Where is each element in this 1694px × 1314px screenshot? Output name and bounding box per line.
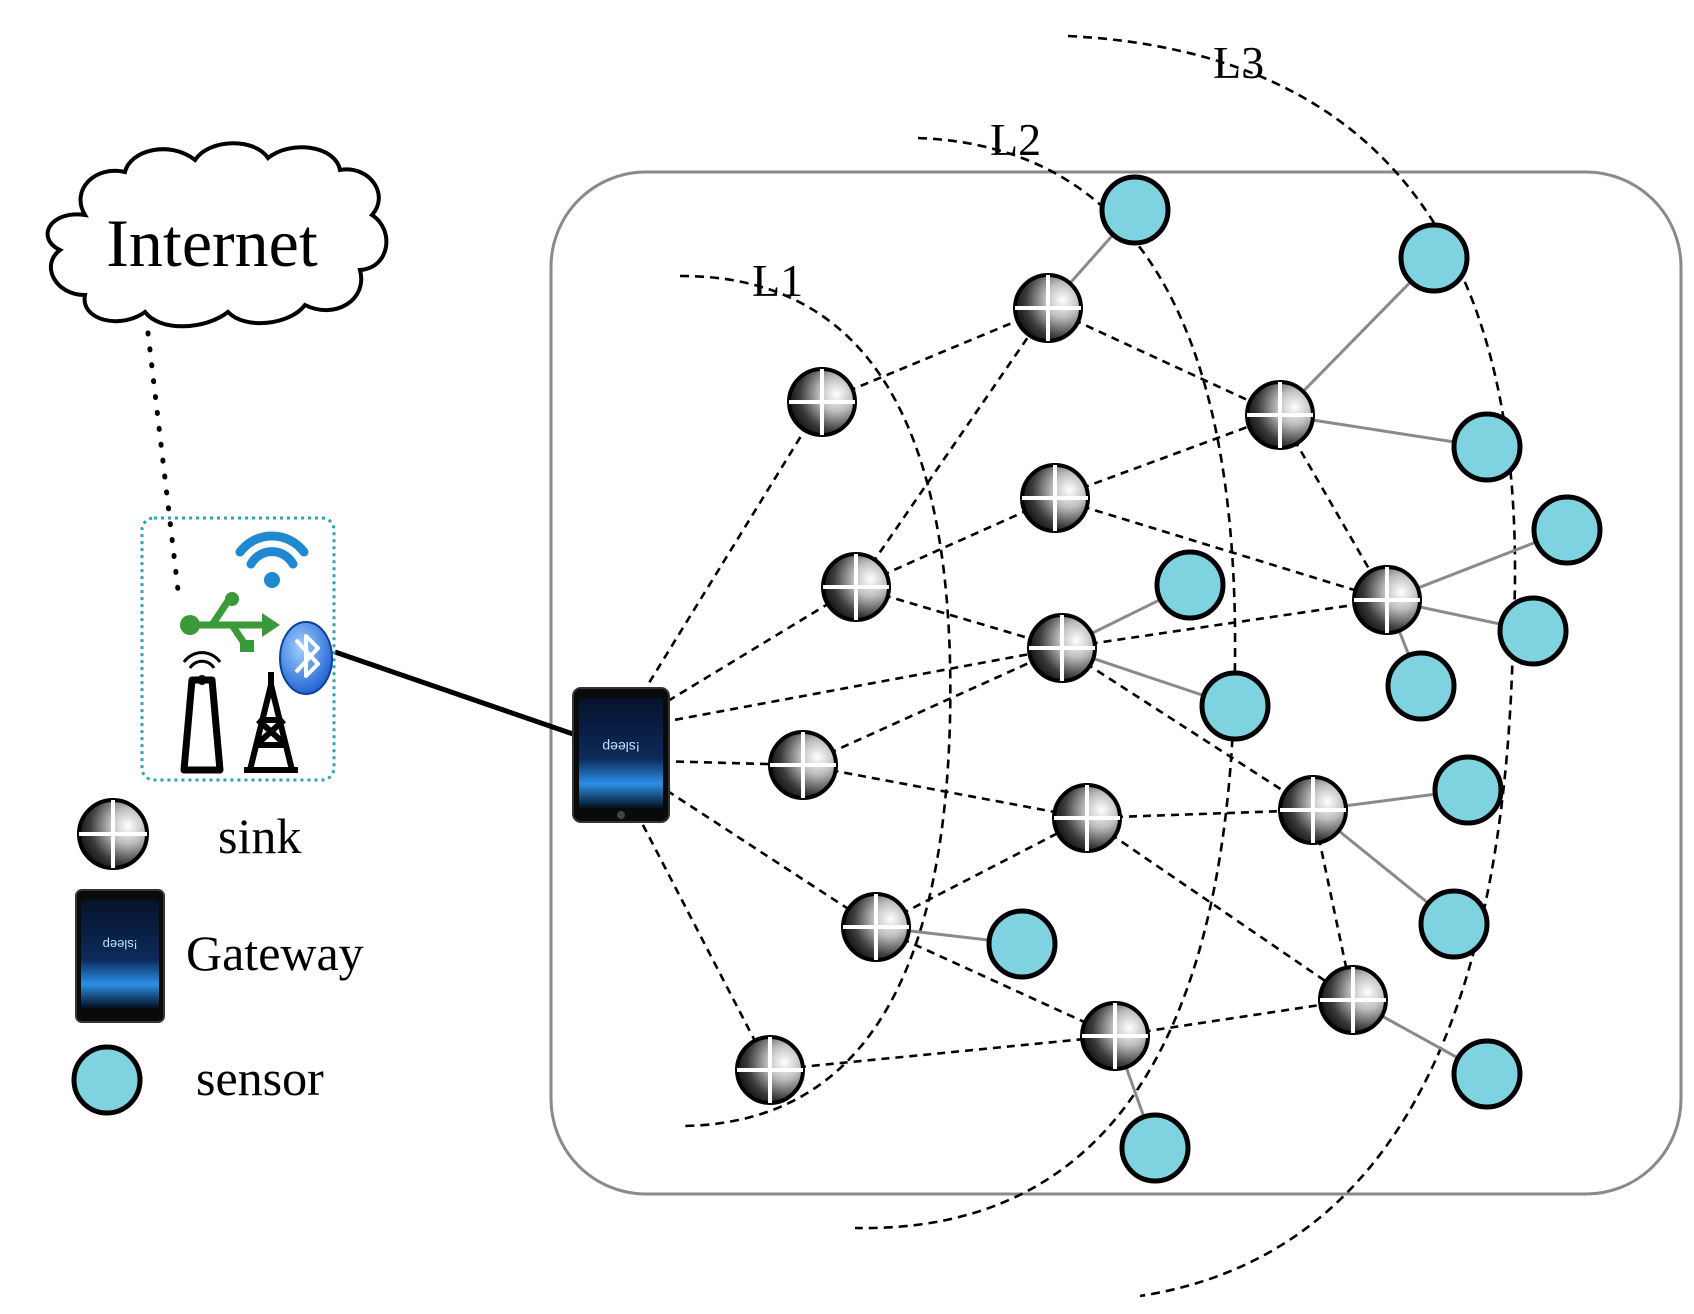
sink-node — [1318, 965, 1388, 1035]
sensor-node — [1531, 494, 1603, 566]
legend-sink-node — [77, 798, 149, 870]
internet-cloud: Internet — [45, 141, 389, 329]
sink-node — [1027, 613, 1097, 683]
sink-node — [1020, 463, 1090, 533]
sensor-node — [1432, 754, 1504, 826]
sensor-node — [1099, 174, 1171, 246]
sink-node — [841, 892, 911, 962]
layer-label-l1: L1 — [752, 255, 803, 306]
bluetooth-icon — [279, 621, 333, 695]
legend-gateway-screen-text: !sleep — [103, 937, 138, 952]
connectivity-box — [140, 516, 336, 782]
sink-node — [1080, 1001, 1150, 1071]
sink-node — [1052, 783, 1122, 853]
connectivity-box-border — [140, 516, 336, 782]
sink-node — [768, 730, 838, 800]
sensor-node — [1451, 411, 1523, 483]
legend-sensor-symbol — [71, 1044, 143, 1116]
legend: sink !sleep Gateway sensor — [71, 798, 364, 1116]
sensor-node — [1497, 595, 1569, 667]
legend-sensor-label: sensor — [196, 1050, 324, 1106]
sink-node — [787, 367, 857, 437]
layer-label-l3: L3 — [1213, 37, 1264, 88]
sensor-node — [1398, 222, 1470, 294]
usb-icon — [180, 592, 280, 652]
cell-tower-icon — [244, 672, 298, 773]
sink-node — [735, 1035, 805, 1105]
gateway-uplink — [334, 649, 574, 737]
sink-node — [1013, 273, 1083, 343]
sensor-node — [986, 908, 1058, 980]
sink-node — [1245, 380, 1315, 450]
sensor-node — [1119, 1112, 1191, 1184]
wifi-icon — [235, 531, 309, 588]
legend-sink-symbol — [77, 798, 149, 870]
sink-node — [821, 552, 891, 622]
gateway-phone: !sleep — [572, 687, 670, 823]
sensor-node — [1451, 1038, 1523, 1110]
sink-node — [1352, 565, 1422, 635]
sink-nodes — [735, 273, 1422, 1105]
layer-arc-l1 — [679, 274, 952, 1128]
legend-gateway-symbol: !sleep — [75, 889, 165, 1023]
internet-label: Internet — [106, 205, 318, 281]
layer-label-l2: L2 — [990, 114, 1041, 165]
legend-gateway-label: Gateway — [186, 925, 364, 981]
sensor-nodes — [986, 174, 1603, 1184]
gateway-screen-text: !sleep — [602, 739, 640, 755]
layer-arcs — [679, 34, 1517, 1298]
sensor-node — [1199, 670, 1271, 742]
layer-labels: L1 L2 L3 — [752, 37, 1264, 306]
cloud-shape — [45, 141, 389, 329]
legend-sink-label: sink — [218, 808, 301, 864]
sensor-node — [1418, 888, 1490, 960]
sink-node — [1278, 775, 1348, 845]
sensor-node — [1385, 650, 1457, 722]
antenna-icon — [180, 651, 224, 774]
sensor-node — [1154, 549, 1226, 621]
internet-dotted-link — [145, 330, 181, 593]
network-area-boundary — [549, 170, 1683, 1196]
